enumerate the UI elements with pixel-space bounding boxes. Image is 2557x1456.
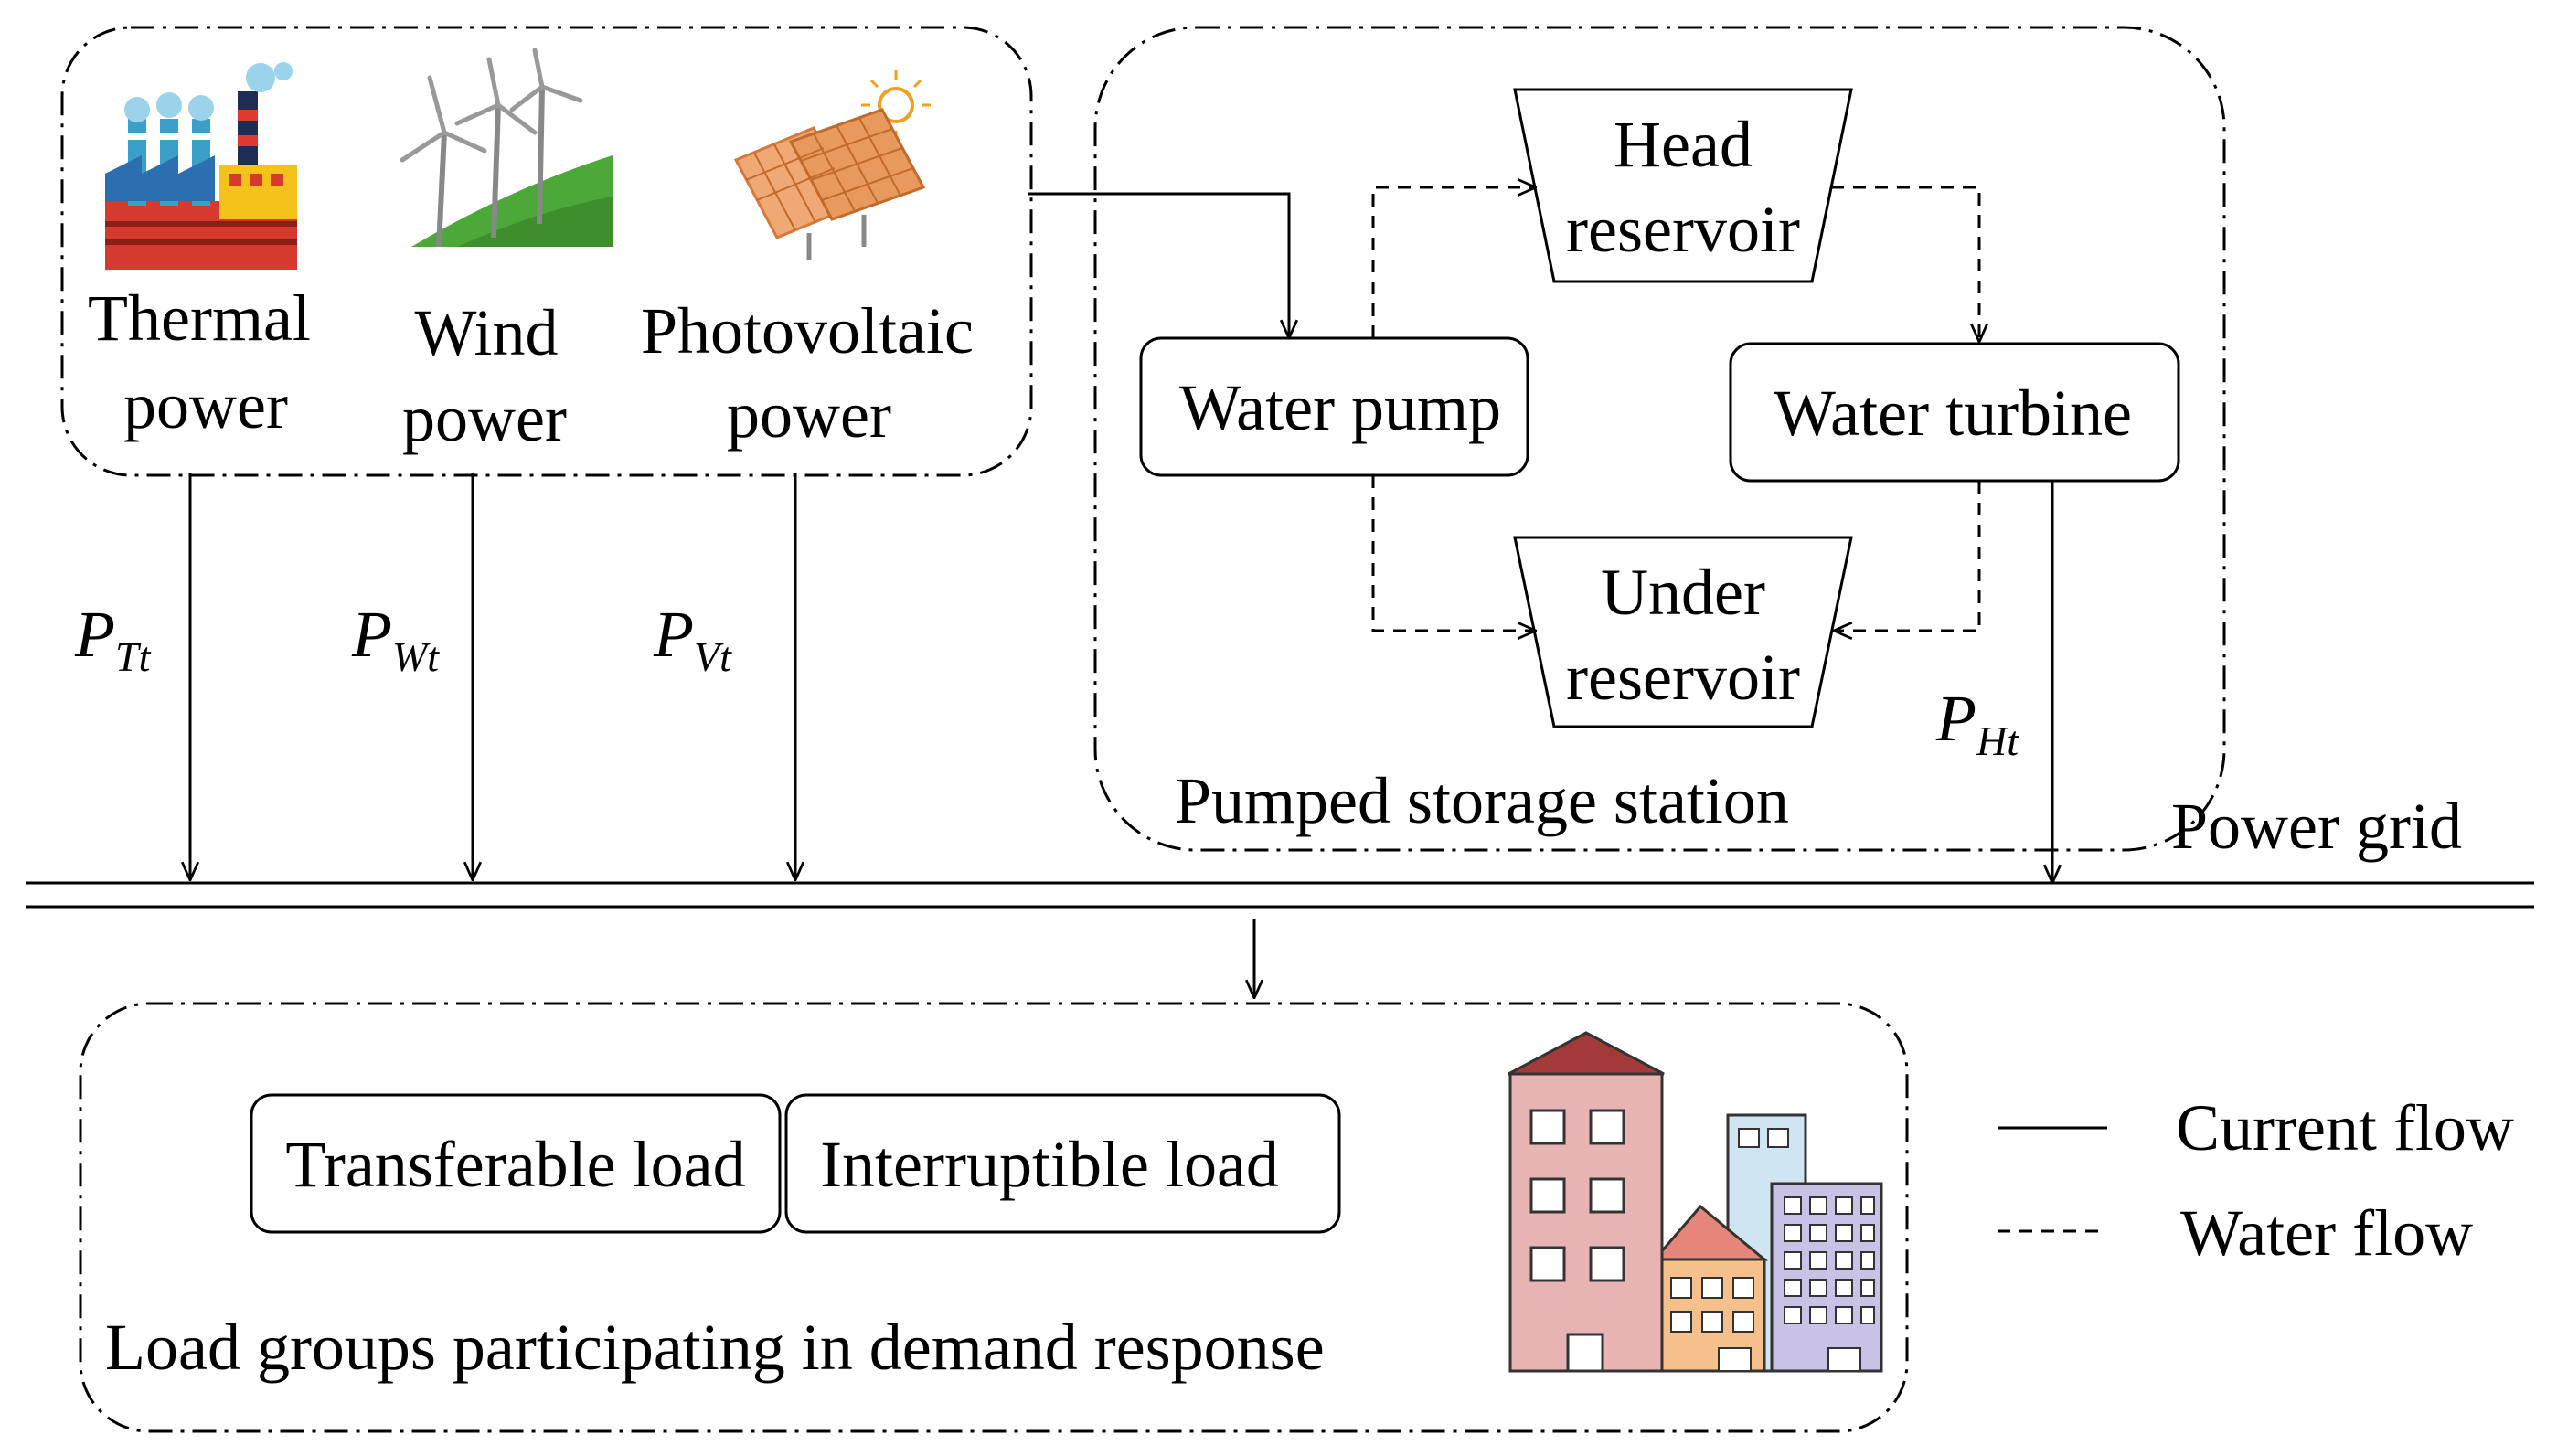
water-turbine-label: Water turbine bbox=[1774, 377, 2132, 450]
city-buildings-icon bbox=[1508, 1031, 1883, 1373]
thermal-label-2: power bbox=[123, 369, 288, 442]
water-pump-box bbox=[1139, 336, 1529, 477]
pv-power-symbol: PVt bbox=[653, 598, 732, 680]
wind-power-symbol: PWt bbox=[351, 598, 440, 680]
head-reservoir-shape bbox=[1513, 88, 1853, 283]
wind-label-2: power bbox=[402, 382, 567, 455]
legend-current-label: Current flow bbox=[2176, 1091, 2514, 1164]
transferable-load-box bbox=[250, 1093, 782, 1234]
turbine-to-under-water-flow bbox=[1834, 481, 1981, 631]
pumped-storage-title: Pumped storage station bbox=[1175, 764, 1789, 837]
pv-label: Photovoltaic bbox=[641, 294, 974, 367]
load-group bbox=[79, 1002, 1909, 1433]
pumped-storage-group bbox=[1093, 26, 2226, 852]
thermal-label: Thermal bbox=[88, 282, 311, 355]
generation-to-pump-flow bbox=[1028, 192, 1289, 338]
pump-to-under-water-flow bbox=[1371, 475, 1536, 631]
interruptible-load-box bbox=[784, 1093, 1341, 1234]
head-to-turbine-water-flow bbox=[1831, 186, 1979, 342]
interruptible-load-label: Interruptible load bbox=[820, 1128, 1279, 1201]
pump-to-head-water-flow bbox=[1371, 187, 1536, 338]
wind-label: Wind bbox=[414, 296, 558, 369]
transferable-load-label: Transferable load bbox=[285, 1128, 745, 1201]
water-pump-label: Water pump bbox=[1179, 371, 1501, 444]
legend-water-label: Water flow bbox=[2180, 1196, 2473, 1270]
pv-label-2: power bbox=[727, 378, 891, 452]
generation-group bbox=[60, 26, 1033, 477]
under-reservoir-shape bbox=[1513, 536, 1853, 728]
thermal-power-symbol: PTt bbox=[74, 598, 152, 680]
power-grid-label: Power grid bbox=[2171, 790, 2462, 863]
wind-turbine-icon bbox=[400, 48, 613, 248]
load-group-title: Load groups participating in demand resp… bbox=[105, 1311, 1325, 1384]
factory-icon bbox=[105, 62, 297, 270]
under-reservoir-label-2: reservoir bbox=[1566, 641, 1800, 714]
head-reservoir-label: Head bbox=[1614, 108, 1753, 181]
head-reservoir-label-2: reservoir bbox=[1566, 193, 1800, 266]
under-reservoir-label: Under bbox=[1601, 556, 1765, 629]
water-turbine-box bbox=[1729, 342, 2180, 483]
hydro-power-symbol: PHt bbox=[1935, 682, 2019, 764]
solar-panel-icon bbox=[733, 70, 931, 260]
